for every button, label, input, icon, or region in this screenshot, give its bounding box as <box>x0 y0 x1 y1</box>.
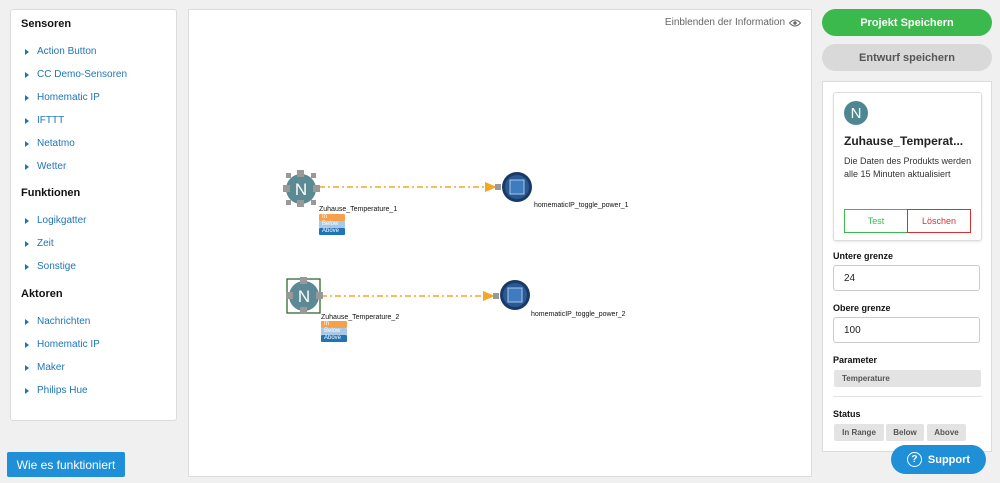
status-label: Status <box>833 409 861 419</box>
port-in-range[interactable]: In Range <box>321 321 347 334</box>
sidebar-item-label: Zeit <box>37 238 54 249</box>
sidebar-item-sonstige[interactable]: Sonstige <box>25 261 76 272</box>
sidebar-item-label: CC Demo-Sensoren <box>37 69 128 80</box>
toggle-info-button[interactable]: Einblenden der Information <box>665 17 801 28</box>
save-project-button[interactable]: Projekt Speichern <box>822 9 992 36</box>
flow-canvas[interactable]: Einblenden der Information N <box>188 9 812 477</box>
question-icon: ? <box>906 452 922 467</box>
lower-limit-label: Untere grenze <box>833 251 894 261</box>
status-in-range[interactable]: In Range <box>834 424 884 441</box>
sidebar-item-zeit[interactable]: Zeit <box>25 238 54 249</box>
divider <box>833 396 982 397</box>
caret-right-icon <box>25 263 29 270</box>
product-description: Die Daten des Produkts werden alle 15 Mi… <box>844 156 972 179</box>
caret-right-icon <box>25 318 29 325</box>
status-below[interactable]: Below <box>886 424 924 441</box>
flow-diagram: N N <box>283 170 532 314</box>
sidebar-item-label: Maker <box>37 362 65 373</box>
actuator-node-label: homematicIP_toggle_power_1 <box>534 202 629 209</box>
section-title-sensoren: Sensoren <box>21 18 72 30</box>
sidebar-item-label: Netatmo <box>37 138 75 149</box>
caret-right-icon <box>25 217 29 224</box>
port-below[interactable]: Below <box>321 328 347 335</box>
sidebar-item-logikgatter[interactable]: Logikgatter <box>25 215 86 226</box>
actuator-node-1[interactable] <box>502 172 532 202</box>
sidebar-item-philips-hue[interactable]: Philips Hue <box>25 385 88 396</box>
port-above[interactable]: Above <box>321 335 347 342</box>
product-title: Zuhause_Temperat... <box>844 134 964 148</box>
lower-limit-input[interactable]: 24 <box>833 265 980 291</box>
sidebar-item-label: Action Button <box>37 46 97 57</box>
sidebar-item-nachrichten[interactable]: Nachrichten <box>25 316 90 327</box>
sidebar-item-action-button[interactable]: Action Button <box>25 46 96 57</box>
sidebar-item-label: Nachrichten <box>37 316 91 327</box>
caret-right-icon <box>25 140 29 147</box>
parameter-label: Parameter <box>833 355 878 365</box>
sidebar-item-wetter[interactable]: Wetter <box>25 161 66 172</box>
flow-link-2[interactable] <box>321 291 499 301</box>
section-title-funktionen: Funktionen <box>21 187 81 199</box>
port-below[interactable]: Below <box>319 221 345 228</box>
port-above[interactable]: Above <box>319 228 345 235</box>
sensor-node-label: Zuhause_Temperature_1 <box>319 206 398 213</box>
sidebar-item-label: Homematic IP <box>37 92 100 103</box>
toggle-info-label: Einblenden der Information <box>664 17 785 28</box>
detail-panel: N Zuhause_Temperat... Die Daten des Prod… <box>822 81 992 452</box>
sidebar-item-ifttt[interactable]: IFTTT <box>25 115 64 126</box>
save-draft-button[interactable]: Entwurf speichern <box>822 44 992 71</box>
caret-right-icon <box>25 71 29 78</box>
sidebar-item-label: Sonstige <box>37 261 76 272</box>
section-title-aktoren: Aktoren <box>21 288 63 300</box>
status-above[interactable]: Above <box>927 424 966 441</box>
upper-limit-label: Obere grenze <box>833 303 891 313</box>
sensor-node-label: Zuhause_Temperature_2 <box>321 314 400 321</box>
node-letter: N <box>298 287 310 306</box>
delete-button[interactable]: Löschen <box>907 209 971 233</box>
sidebar-item-netatmo[interactable]: Netatmo <box>25 138 75 149</box>
caret-right-icon <box>25 341 29 348</box>
actuator-node-2[interactable] <box>500 280 530 310</box>
sidebar-item-label: Homematic IP <box>37 339 100 350</box>
node-letter: N <box>295 180 307 199</box>
caret-right-icon <box>25 163 29 170</box>
caret-right-icon <box>25 364 29 371</box>
sidebar-item-homematic-ip-aktor[interactable]: Homematic IP <box>25 339 100 350</box>
support-button[interactable]: ? Support <box>891 445 986 474</box>
avatar: N <box>844 101 868 125</box>
test-button[interactable]: Test <box>844 209 908 233</box>
sensor-node-2[interactable]: N <box>286 277 323 314</box>
caret-right-icon <box>25 387 29 394</box>
product-card: N Zuhause_Temperat... Die Daten des Prod… <box>833 92 982 241</box>
caret-right-icon <box>25 48 29 55</box>
how-it-works-button[interactable]: Wie es funktioniert <box>7 452 125 477</box>
support-label: Support <box>927 453 971 466</box>
sidebar-item-homematic-ip[interactable]: Homematic IP <box>25 92 100 103</box>
sidebar-item-label: Philips Hue <box>37 385 88 396</box>
actuator-node-label: homematicIP_toggle_power_2 <box>531 311 626 318</box>
caret-right-icon <box>25 117 29 124</box>
eye-icon <box>789 19 801 26</box>
sidebar-item-label: Logikgatter <box>37 215 87 226</box>
sidebar-item-maker[interactable]: Maker <box>25 362 65 373</box>
caret-right-icon <box>25 94 29 101</box>
upper-limit-input[interactable]: 100 <box>833 317 980 343</box>
flow-link-1[interactable] <box>319 182 501 192</box>
sidebar: Sensoren Action Button CC Demo-Sensoren … <box>10 9 177 421</box>
parameter-select[interactable]: Temperature <box>834 370 981 387</box>
port-in-range[interactable]: In Range <box>319 214 345 227</box>
sidebar-item-cc-demo-sensoren[interactable]: CC Demo-Sensoren <box>25 69 127 80</box>
caret-right-icon <box>25 240 29 247</box>
sidebar-item-label: Wetter <box>37 161 67 172</box>
sidebar-item-label: IFTTT <box>37 115 65 126</box>
sensor-node-1[interactable]: N <box>283 170 320 207</box>
